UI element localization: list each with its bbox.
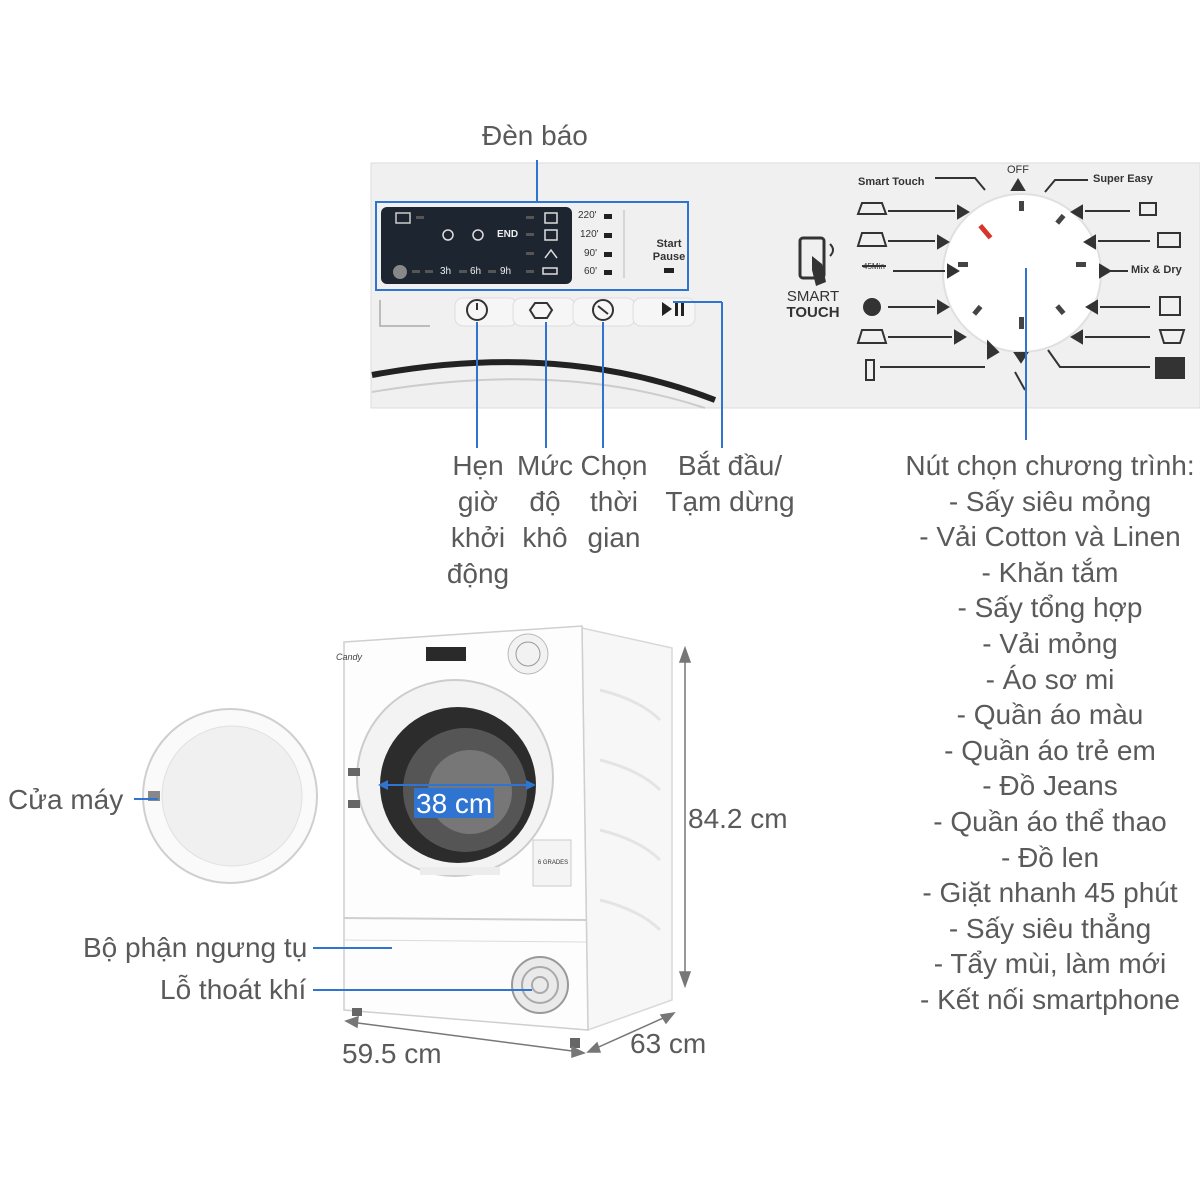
program-item: - Quần áo thể thao [933, 805, 1167, 837]
program-item: - Sấy siêu thẳng [948, 912, 1152, 944]
drum-dimension [378, 780, 536, 818]
time-select-line-3: gian [587, 522, 641, 553]
width-label: 59.5 cm [342, 1038, 442, 1069]
program-item: - Vải mỏng [982, 627, 1118, 659]
program-item: - Vải Cotton và Linen [919, 521, 1181, 553]
panel-button-icons [466, 299, 684, 321]
delay-start-line-2: giờ [457, 486, 499, 517]
dryness-callout: Mức độ khô [512, 448, 578, 556]
indicator-label: Đèn báo [482, 120, 588, 151]
quick-45-label: 45Min [863, 262, 885, 271]
brand-logo-text: Candy [336, 652, 363, 662]
program-item: - Áo sơ mi [985, 663, 1115, 695]
smart-touch-icon [798, 236, 834, 286]
time-90: 90' [584, 248, 598, 259]
program-item: - Quần áo màu [956, 699, 1144, 731]
machine-callout-lines [134, 798, 532, 991]
timer-6h: 6h [470, 266, 482, 277]
smart-touch-logo: SMART TOUCH [780, 289, 846, 321]
dryness-line-1: Mức [516, 450, 574, 481]
start-pause-line-2: Tạm dừng [665, 486, 795, 517]
off-label: OFF [1007, 164, 1029, 176]
start-pause-callout: Bắt đầu/ Tạm dừng [655, 448, 805, 520]
program-item: - Giặt nhanh 45 phút [922, 877, 1178, 909]
condenser-label: Bộ phận ngưng tụ [83, 932, 308, 963]
panel-callout-lines [476, 268, 1027, 448]
pause-text: Pause [652, 251, 686, 263]
program-list: Nút chọn chương trình: - Sấy siêu mỏng -… [880, 448, 1200, 1018]
dryness-line-3: khô [522, 522, 568, 553]
program-item: - Đồ len [1000, 841, 1100, 873]
led-display [381, 207, 572, 284]
time-select-callout: Chọn thời gian [576, 448, 652, 556]
program-item: - Đồ Jeans [982, 770, 1118, 802]
delay-start-line-3: khởi [450, 522, 506, 553]
drum-diameter-label: 38 cm [416, 788, 493, 819]
program-item: - Sấy tổng hợp [957, 592, 1143, 624]
door-label: Cửa máy [8, 784, 124, 815]
smart-touch-dial-label: Smart Touch [858, 176, 925, 188]
time-220: 220' [578, 210, 597, 221]
touch-text: TOUCH [786, 304, 840, 321]
smart-text: SMART [786, 288, 840, 305]
program-item: - Tẩy mùi, làm mới [933, 948, 1167, 980]
dial-arrows [880, 177, 1150, 368]
vent-label: Lỗ thoát khí [160, 974, 307, 1005]
start-text: Start [656, 238, 682, 250]
program-item: - Sấy siêu mỏng [948, 485, 1152, 517]
dimension-lines [344, 645, 692, 1059]
dryer-illustration [142, 625, 673, 1048]
delay-start-line-1: Hẹn [452, 450, 504, 481]
program-dial[interactable] [942, 193, 1102, 353]
time-120: 120' [580, 229, 599, 240]
dryness-line-2: độ [529, 486, 561, 517]
delay-start-callout: Hẹn giờ khởi động [440, 448, 516, 592]
super-easy-label: Super Easy [1093, 173, 1153, 185]
height-label: 84.2 cm [688, 803, 788, 834]
start-pause-panel-label: Start Pause [650, 238, 688, 264]
start-pause-line-1: Bắt đầu/ [677, 450, 783, 481]
timer-9h: 9h [500, 266, 512, 277]
mix-dry-label: Mix & Dry [1131, 264, 1182, 276]
program-item: - Kết nối smartphone [920, 983, 1180, 1015]
end-text: END [497, 229, 519, 240]
time-60: 60' [584, 266, 598, 277]
program-title: Nút chọn chương trình: [905, 450, 1195, 481]
program-item: - Khăn tắm [981, 556, 1119, 588]
time-select-line-2: thời [590, 486, 638, 517]
delay-start-line-4: động [446, 558, 510, 589]
program-item: - Quần áo trẻ em [944, 734, 1156, 766]
indicator-bracket [375, 160, 689, 291]
program-icons [856, 202, 1186, 391]
grade-sticker-text: 6 GRADES [537, 860, 569, 866]
time-leds [604, 210, 674, 278]
depth-label: 63 cm [630, 1028, 707, 1059]
timer-3h: 3h [440, 266, 452, 277]
time-select-line-1: Chọn [580, 450, 648, 481]
